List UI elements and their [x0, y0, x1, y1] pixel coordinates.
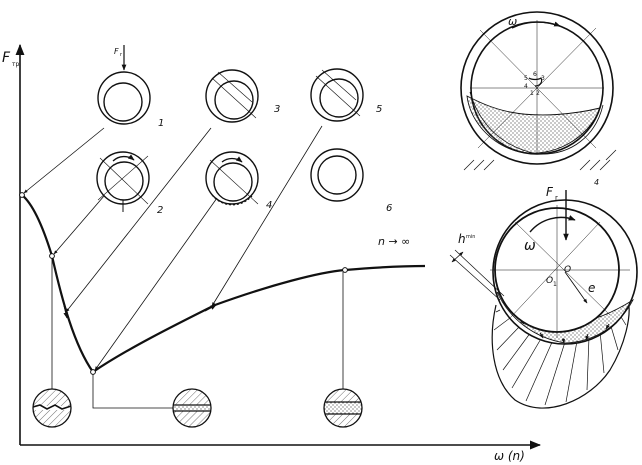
regime-sketch-4: 4	[205, 151, 272, 211]
curve-point-6	[342, 267, 348, 273]
fig-number: 4	[594, 178, 599, 187]
curve-arrow-descending	[63, 304, 69, 319]
drop-lines	[51, 258, 344, 409]
load-label-1-sub: r	[120, 52, 123, 58]
contact-sample-boundary	[32, 388, 72, 428]
position-6: 6	[533, 71, 537, 78]
regime-number-1: 1	[158, 118, 164, 129]
regime-number-5: 5	[376, 104, 382, 115]
graph: F тр ω (n) n → ∞	[2, 43, 542, 463]
regime-number-6: 6	[386, 203, 392, 214]
position-5: 5	[524, 75, 528, 82]
load-label-br: F	[546, 185, 554, 199]
film-label: h	[458, 232, 466, 246]
film-label-sub: min	[466, 234, 475, 240]
regime-sketch-3: 3	[205, 69, 280, 123]
regime-number-4: 4	[266, 200, 272, 211]
y-axis-label-sub: тр	[12, 61, 19, 68]
center-o: O	[564, 265, 571, 275]
bearing-journal-positions: ω 1 2 3 4 5 6	[460, 11, 617, 171]
position-2: 2	[536, 90, 540, 97]
omega-label-top: ω	[508, 15, 517, 28]
contact-sample-hydrodynamic	[323, 388, 363, 428]
contact-sample-mixed	[172, 388, 212, 428]
load-label-1: F	[114, 47, 119, 56]
bearing-pressure-diagram: 4	[449, 178, 638, 409]
center-o1-sub: 1	[553, 281, 557, 288]
regime-number-2: 2	[157, 205, 163, 216]
regime-sketch-5: 5	[310, 68, 382, 122]
regime-sketch-6: 6	[310, 148, 392, 214]
leader-lines	[23, 125, 323, 371]
eccentricity-label: e	[588, 281, 595, 295]
curve-point-1	[19, 192, 25, 198]
infinity-note: n → ∞	[378, 235, 410, 248]
y-axis-label: F	[2, 50, 11, 66]
x-axis-label: ω (n)	[494, 449, 525, 463]
position-3: 3	[541, 75, 545, 82]
position-4: 4	[524, 83, 528, 90]
curve-point-min	[90, 369, 96, 375]
regime-sketch-1: F r 1	[97, 45, 164, 129]
regime-number-3: 3	[274, 104, 280, 115]
regime-sketch-2: 2	[96, 151, 163, 216]
center-o1: O	[546, 276, 553, 286]
curve-point-2	[49, 253, 55, 259]
omega-label-br: ω	[524, 238, 536, 254]
load-label-br-sub: r	[555, 194, 558, 202]
position-1: 1	[530, 90, 534, 97]
